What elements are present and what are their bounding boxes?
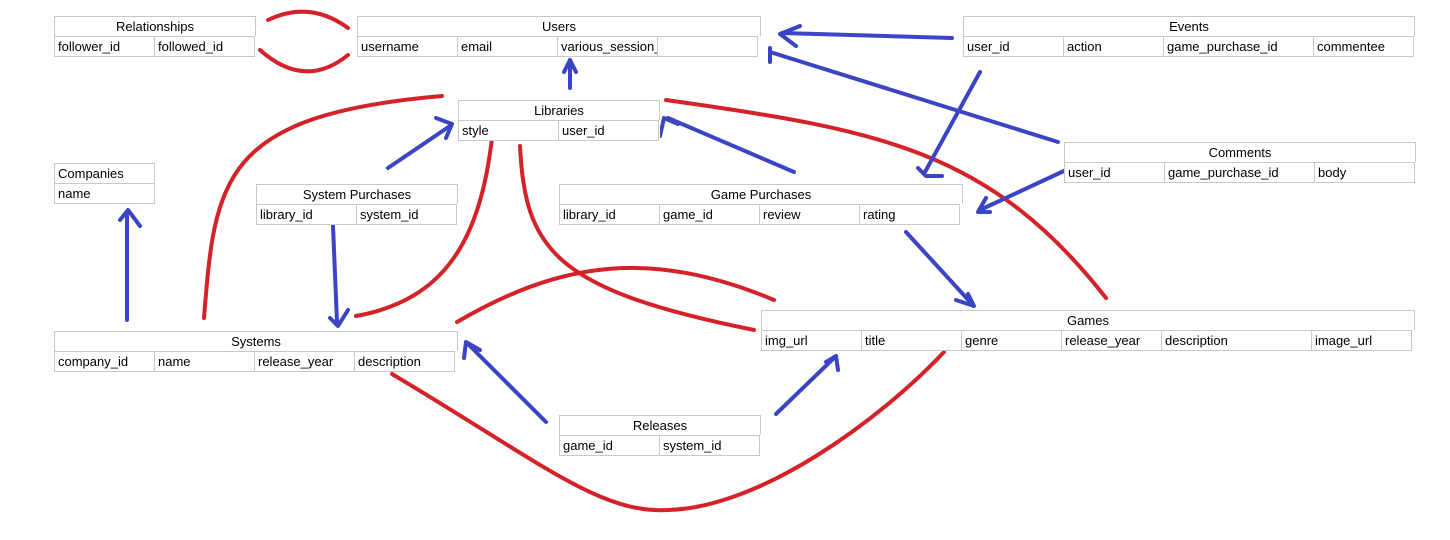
- blue-arrow-systempurchases-to-systems-head: [328, 308, 350, 328]
- blue-arrow-events-to-users: [780, 31, 954, 40]
- releases-col-game-id: game_id: [559, 435, 660, 456]
- blue-arrow-events-to-gamepurchases-head: [916, 166, 944, 178]
- blue-arrow-releases-to-games: [774, 356, 836, 416]
- blue-arrow-comments-to-gamepurchases: [978, 168, 1068, 212]
- systems-col-company-id: company_id: [54, 351, 155, 372]
- releases-col-system-id: system_id: [659, 435, 760, 456]
- games-table: Games img_url title genre release_year d…: [761, 310, 1415, 351]
- system-purchases-col-library-id: library_id: [256, 204, 357, 225]
- blue-arrow-comments-to-users: [768, 50, 1060, 144]
- libraries-table: Libraries style user_id: [458, 100, 660, 141]
- blue-arrow-comments-to-gamepurchases-head: [976, 196, 992, 214]
- blue-arrow-gamepurchases-to-games-head: [954, 292, 976, 308]
- comments-col-user-id: user_id: [1064, 162, 1165, 183]
- libraries-table-title: Libraries: [458, 100, 660, 120]
- users-col-empty: [657, 36, 758, 57]
- users-table-title: Users: [357, 16, 761, 36]
- releases-table-title: Releases: [559, 415, 761, 435]
- relationships-col-followed-id: followed_id: [154, 36, 255, 57]
- blue-arrow-events-to-gamepurchases: [923, 70, 982, 174]
- companies-table-title: Companies: [54, 163, 155, 183]
- game-purchases-table-title: Game Purchases: [559, 184, 963, 204]
- games-col-genre: genre: [961, 330, 1062, 351]
- comments-col-body: body: [1314, 162, 1415, 183]
- blue-arrow-gamepurchases-to-games: [904, 230, 974, 306]
- blue-arrow-systempurchases-to-systems: [331, 224, 339, 324]
- games-col-release-year: release_year: [1061, 330, 1162, 351]
- systems-col-release-year: release_year: [254, 351, 355, 372]
- games-col-image-url: image_url: [1311, 330, 1412, 351]
- events-col-commentee: commentee: [1313, 36, 1414, 57]
- users-col-various-session-items: various_session_items: [557, 36, 693, 57]
- comments-table-title: Comments: [1064, 142, 1416, 162]
- blue-arrow-systempurchases-to-libraries: [386, 124, 452, 170]
- users-col-username: username: [357, 36, 458, 57]
- users-col-email: email: [457, 36, 558, 57]
- system-purchases-col-system-id: system_id: [356, 204, 457, 225]
- blue-arrow-releases-to-systems-head: [462, 340, 482, 360]
- game-purchases-table: Game Purchases library_id game_id review…: [559, 184, 963, 225]
- red-curve-libraries-games-lower: [518, 144, 756, 332]
- users-table: Users username email various_session_ite…: [357, 16, 761, 57]
- blue-arrow-gamepurchases-to-libraries: [666, 116, 796, 174]
- comments-table: Comments user_id game_purchase_id body: [1064, 142, 1416, 183]
- games-col-img-url: img_url: [761, 330, 862, 351]
- blue-arrow-events-to-users-head: [778, 24, 802, 48]
- companies-col-name: name: [54, 183, 155, 204]
- blue-arrow-releases-to-systems: [466, 342, 548, 424]
- events-col-action: action: [1063, 36, 1164, 57]
- games-col-description: description: [1161, 330, 1312, 351]
- libraries-col-user-id: user_id: [558, 120, 659, 141]
- relationships-table-title: Relationships: [54, 16, 256, 36]
- systems-col-name: name: [154, 351, 255, 372]
- system-purchases-table-title: System Purchases: [256, 184, 458, 204]
- events-col-game-purchase-id: game_purchase_id: [1163, 36, 1314, 57]
- blue-arrow-systempurchases-to-libraries-head: [434, 116, 454, 140]
- game-purchases-col-library-id: library_id: [559, 204, 660, 225]
- comments-col-game-purchase-id: game_purchase_id: [1164, 162, 1315, 183]
- relationships-col-follower-id: follower_id: [54, 36, 155, 57]
- games-table-title: Games: [761, 310, 1415, 330]
- blue-arrow-gamepurchases-to-libraries-head: [658, 116, 680, 138]
- blue-arrow-releases-to-games-head: [824, 354, 840, 372]
- red-curve-systems-games-arc: [455, 265, 776, 324]
- relationships-table: Relationships follower_id followed_id: [54, 16, 256, 57]
- events-table: Events user_id action game_purchase_id c…: [963, 16, 1415, 57]
- companies-table: Companies name: [54, 163, 155, 204]
- releases-table: Releases game_id system_id: [559, 415, 761, 456]
- systems-table: Systems company_id name release_year des…: [54, 331, 458, 372]
- games-col-title: title: [861, 330, 962, 351]
- game-purchases-col-review: review: [759, 204, 860, 225]
- libraries-col-style: style: [458, 120, 559, 141]
- system-purchases-table: System Purchases library_id system_id: [256, 184, 458, 225]
- events-col-user-id: user_id: [963, 36, 1064, 57]
- red-curve-relationships-users-top: [266, 9, 350, 30]
- red-curve-libraries-systems: [354, 136, 494, 318]
- game-purchases-col-rating: rating: [859, 204, 960, 225]
- systems-table-title: Systems: [54, 331, 458, 351]
- events-table-title: Events: [963, 16, 1415, 36]
- game-purchases-col-game-id: game_id: [659, 204, 760, 225]
- systems-col-description: description: [354, 351, 455, 372]
- red-curve-relationships-users-bottom: [258, 48, 350, 74]
- blue-arrow-systems-to-companies-head: [118, 208, 142, 228]
- blue-arrow-libraries-to-users-head: [562, 58, 578, 74]
